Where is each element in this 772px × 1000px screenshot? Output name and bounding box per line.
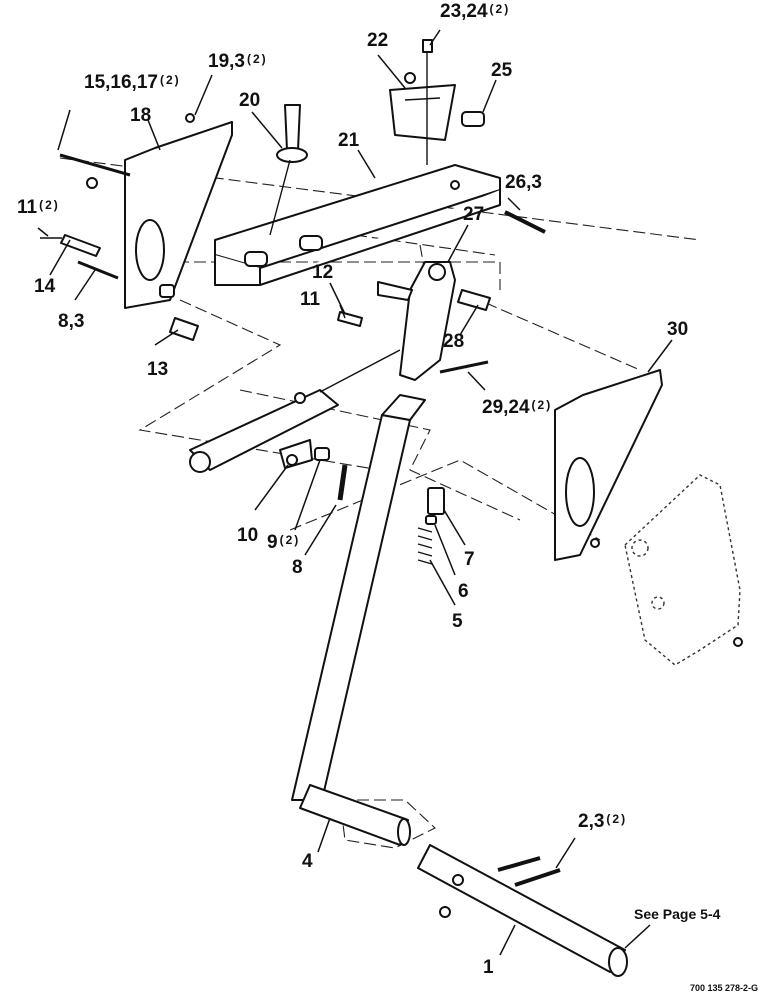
see-page-note: See Page 5-4 (634, 906, 721, 922)
callout-26-3: 26,3 (505, 172, 542, 193)
tube-1 (417, 844, 628, 977)
callout-11-a-qty: (2) (39, 198, 60, 212)
reference-frame (624, 474, 743, 666)
callout-21: 21 (338, 130, 360, 151)
cylinder (189, 349, 401, 473)
callout-8: 8 (292, 557, 303, 578)
callout-19-3: 19,3(2) (208, 51, 268, 72)
callout-20: 20 (239, 90, 261, 111)
rod-end-29 (439, 360, 489, 374)
callout-13: 13 (147, 359, 169, 380)
callout-2-3: 2,3(2) (578, 811, 628, 832)
callout-29-24: 29,24(2) (482, 397, 553, 418)
callout-7: 7 (464, 549, 475, 570)
side-plate-18 (124, 113, 233, 309)
spacer-13 (169, 317, 199, 341)
bolts-2 (497, 856, 561, 887)
callout-14: 14 (34, 276, 56, 297)
callout-19-3-qty: (2) (246, 52, 268, 66)
callout-10: 10 (237, 525, 259, 546)
sleeve-4 (299, 784, 411, 846)
callout-4: 4 (302, 851, 313, 872)
callout-8-3: 8,3 (58, 311, 85, 332)
pivot-stud-20 (269, 104, 308, 236)
callout-15-16-17-qty: (2) (159, 73, 181, 87)
pivot-arm-27 (337, 261, 491, 381)
callout-23-24-qty: (2) (489, 2, 511, 16)
callout-12: 12 (312, 262, 334, 283)
callout-27: 27 (463, 204, 485, 225)
pin-14 (40, 234, 119, 280)
cross-member-21 (214, 164, 501, 286)
callout-25: 25 (491, 60, 513, 81)
pin-8 (337, 464, 348, 501)
long-bolt-15 (59, 153, 131, 189)
callout-9-qty: (2) (279, 533, 301, 547)
callout-18: 18 (130, 105, 152, 126)
link-10 (279, 439, 330, 469)
callout-22: 22 (367, 30, 389, 51)
leader-lines (37, 29, 673, 956)
callout-29-24-qty: (2) (531, 398, 553, 412)
mount-plate-22 (389, 39, 485, 165)
side-plate-30 (554, 369, 663, 561)
callout-15-16-17: 15,16,17(2) (84, 72, 181, 93)
callout-23-24: 23,24(2) (440, 1, 511, 22)
callout-2-3-qty: (2) (606, 812, 628, 826)
callout-1: 1 (483, 957, 494, 978)
callout-5: 5 (452, 611, 463, 632)
callout-28: 28 (443, 331, 465, 352)
callout-9: 9(2) (267, 532, 301, 553)
drawing-code: 700 135 278-2-G (690, 983, 759, 993)
callout-11-b: 11 (300, 289, 321, 310)
callout-6: 6 (458, 581, 469, 602)
callout-30: 30 (667, 319, 689, 340)
bolt-26 (504, 210, 546, 234)
spring-5 (417, 487, 445, 565)
callout-11-a: 11(2) (17, 197, 60, 218)
